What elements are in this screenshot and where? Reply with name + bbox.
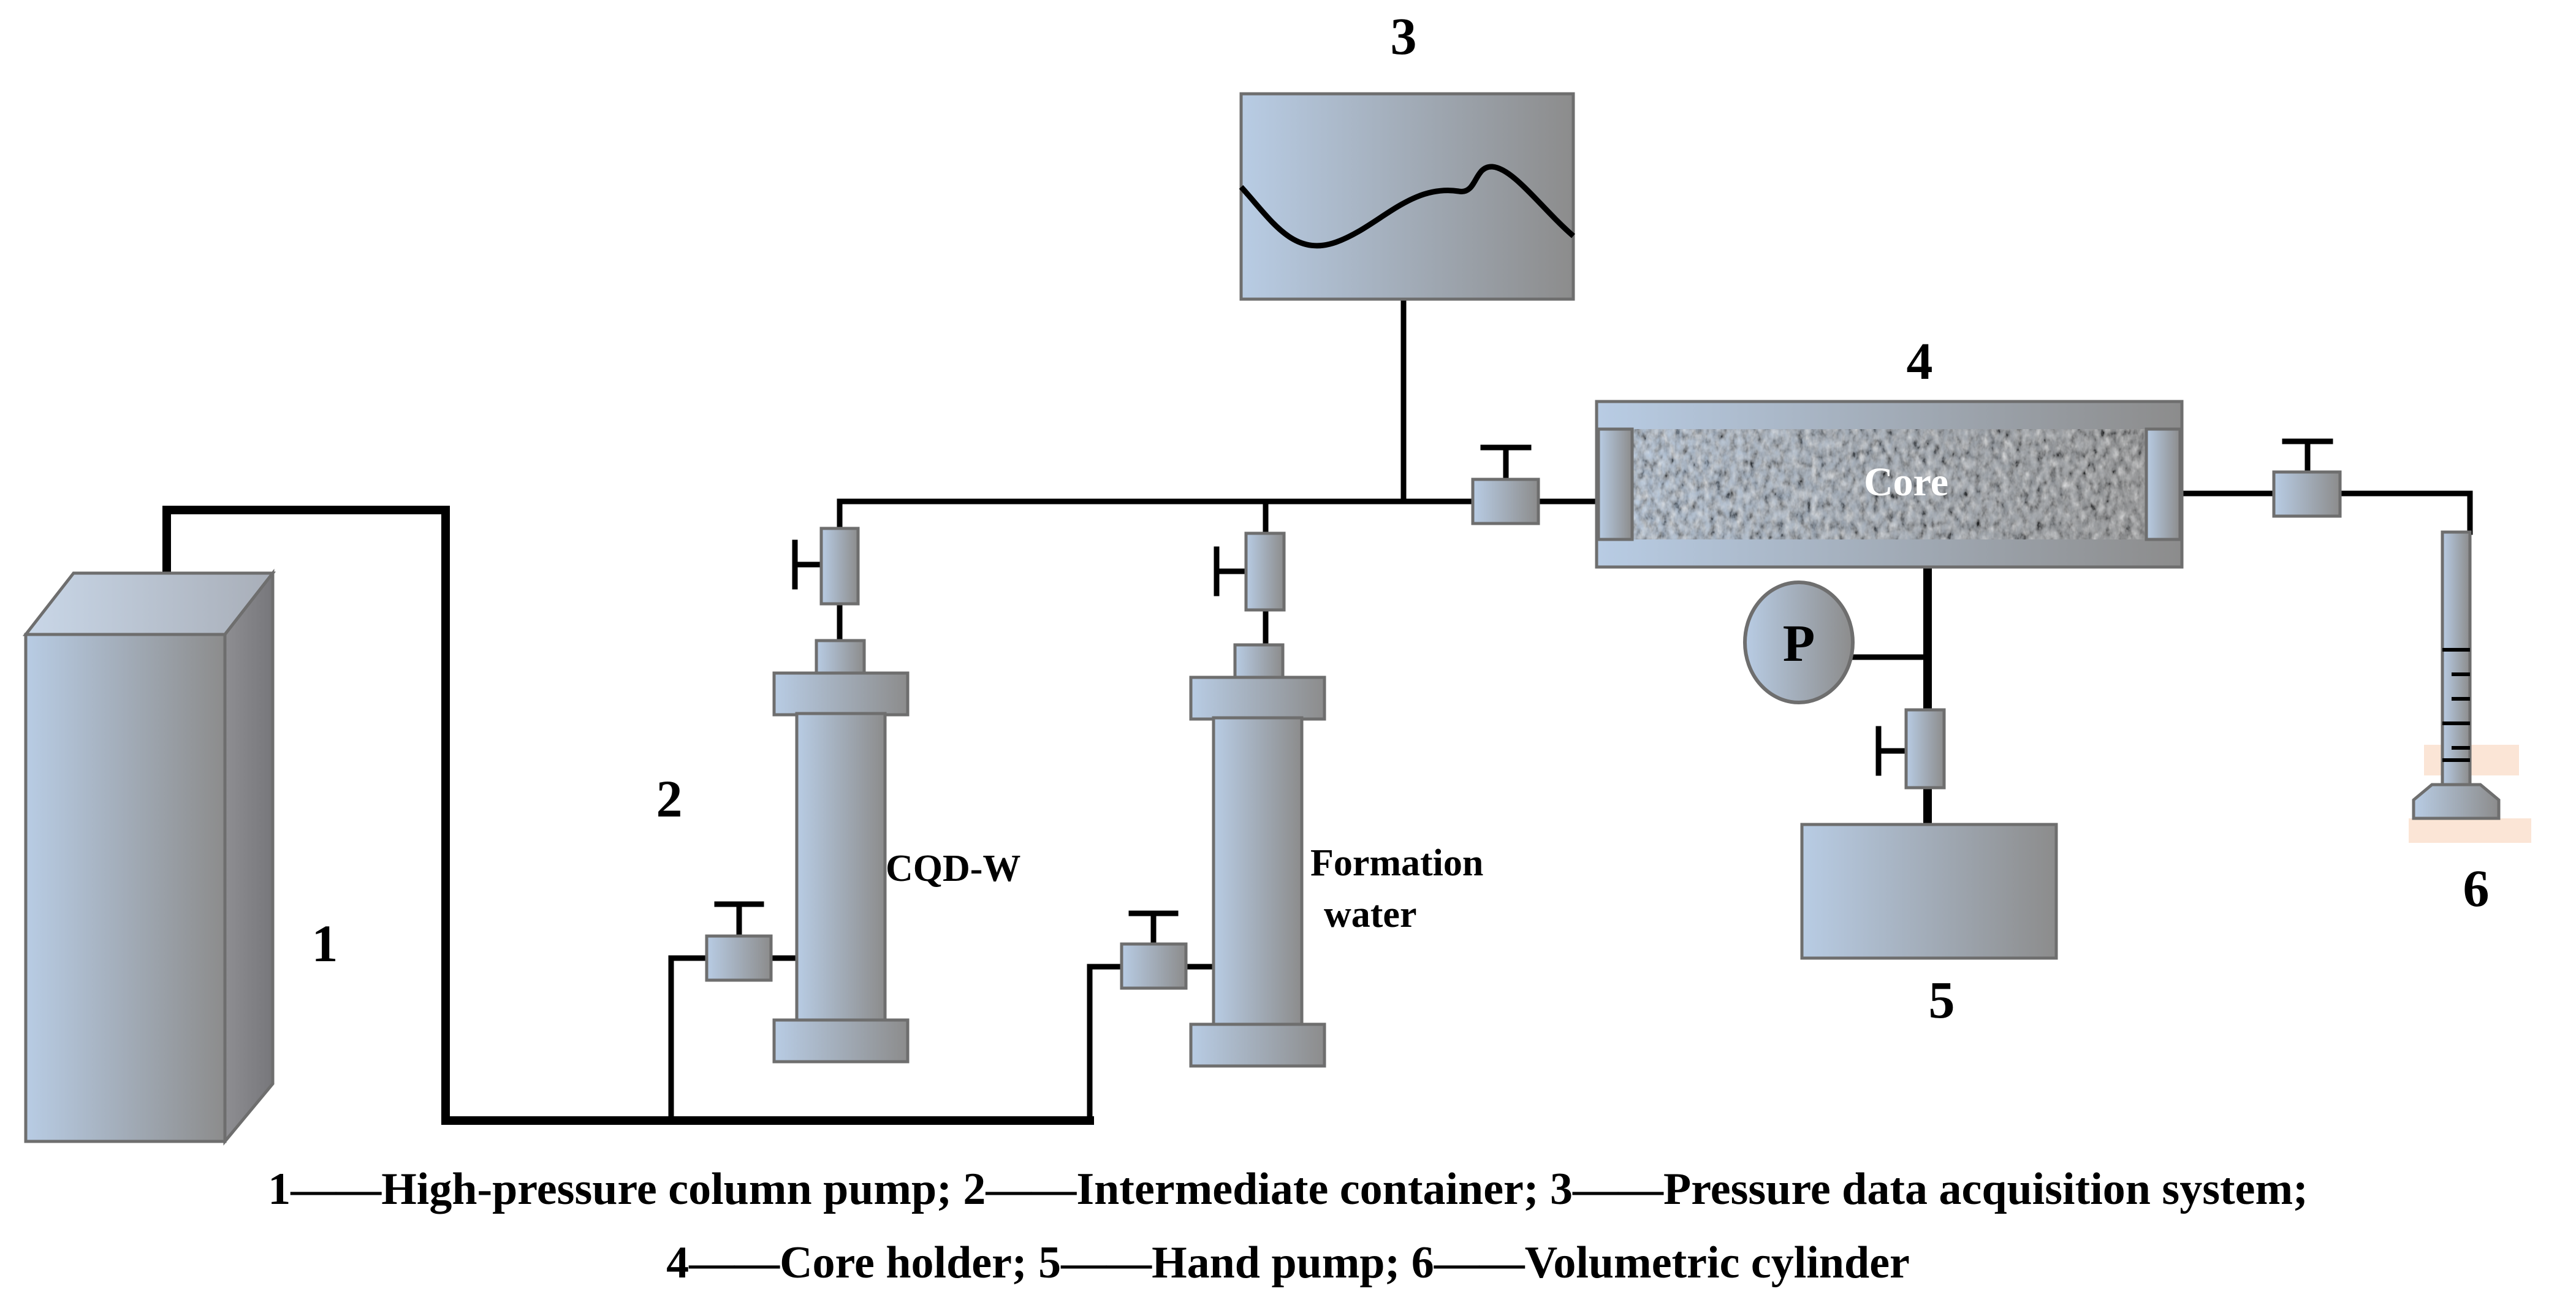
- valve-core-inlet[interactable]: [1471, 444, 1540, 525]
- caption-line-1: 1——High-pressure column pump; 2——Interme…: [268, 1164, 2308, 1214]
- valve-hand-pump[interactable]: [1875, 708, 1946, 790]
- gauge-label: P: [1783, 614, 1815, 672]
- label-formation-line1: Formation: [1310, 842, 1483, 884]
- label-container: 2: [656, 769, 683, 828]
- label-acquisition: 3: [1391, 7, 1417, 66]
- caption-line-2: 4——Core holder; 5——Hand pump; 6——Volumet…: [666, 1238, 1910, 1288]
- graduation-marks: [2442, 648, 2470, 762]
- valve-cqd-inlet[interactable]: [705, 901, 773, 982]
- pressure-curve: [1239, 164, 1575, 249]
- label-formation-line2: water: [1324, 894, 1416, 935]
- label-core: Core: [1864, 460, 1948, 504]
- valve-core-outlet[interactable]: [2272, 438, 2342, 518]
- label-hand-pump: 5: [1929, 970, 1955, 1029]
- core-holder: [1595, 400, 2184, 569]
- volumetric-cylinder: [2409, 530, 2531, 843]
- label-holder: 4: [1907, 332, 1933, 390]
- valve-formation-outlet[interactable]: [1214, 531, 1286, 612]
- valve-formation-inlet[interactable]: [1120, 910, 1188, 990]
- pipe-network: [162, 297, 2473, 1125]
- high-pressure-pump: [22, 568, 276, 1146]
- valve-cqd-outlet[interactable]: [792, 527, 860, 606]
- data-acquisition-monitor: [1239, 92, 1575, 301]
- container-cqd-w: [772, 639, 910, 1064]
- container-formation-water: [1189, 643, 1326, 1068]
- label-cqd-w: CQD-W: [886, 848, 1020, 889]
- label-pump: 1: [312, 914, 338, 973]
- label-cylinder: 6: [2463, 859, 2490, 918]
- core-sample: [1628, 429, 2149, 539]
- pressure-gauge: [1743, 581, 1855, 704]
- hand-pump: [1800, 823, 2058, 960]
